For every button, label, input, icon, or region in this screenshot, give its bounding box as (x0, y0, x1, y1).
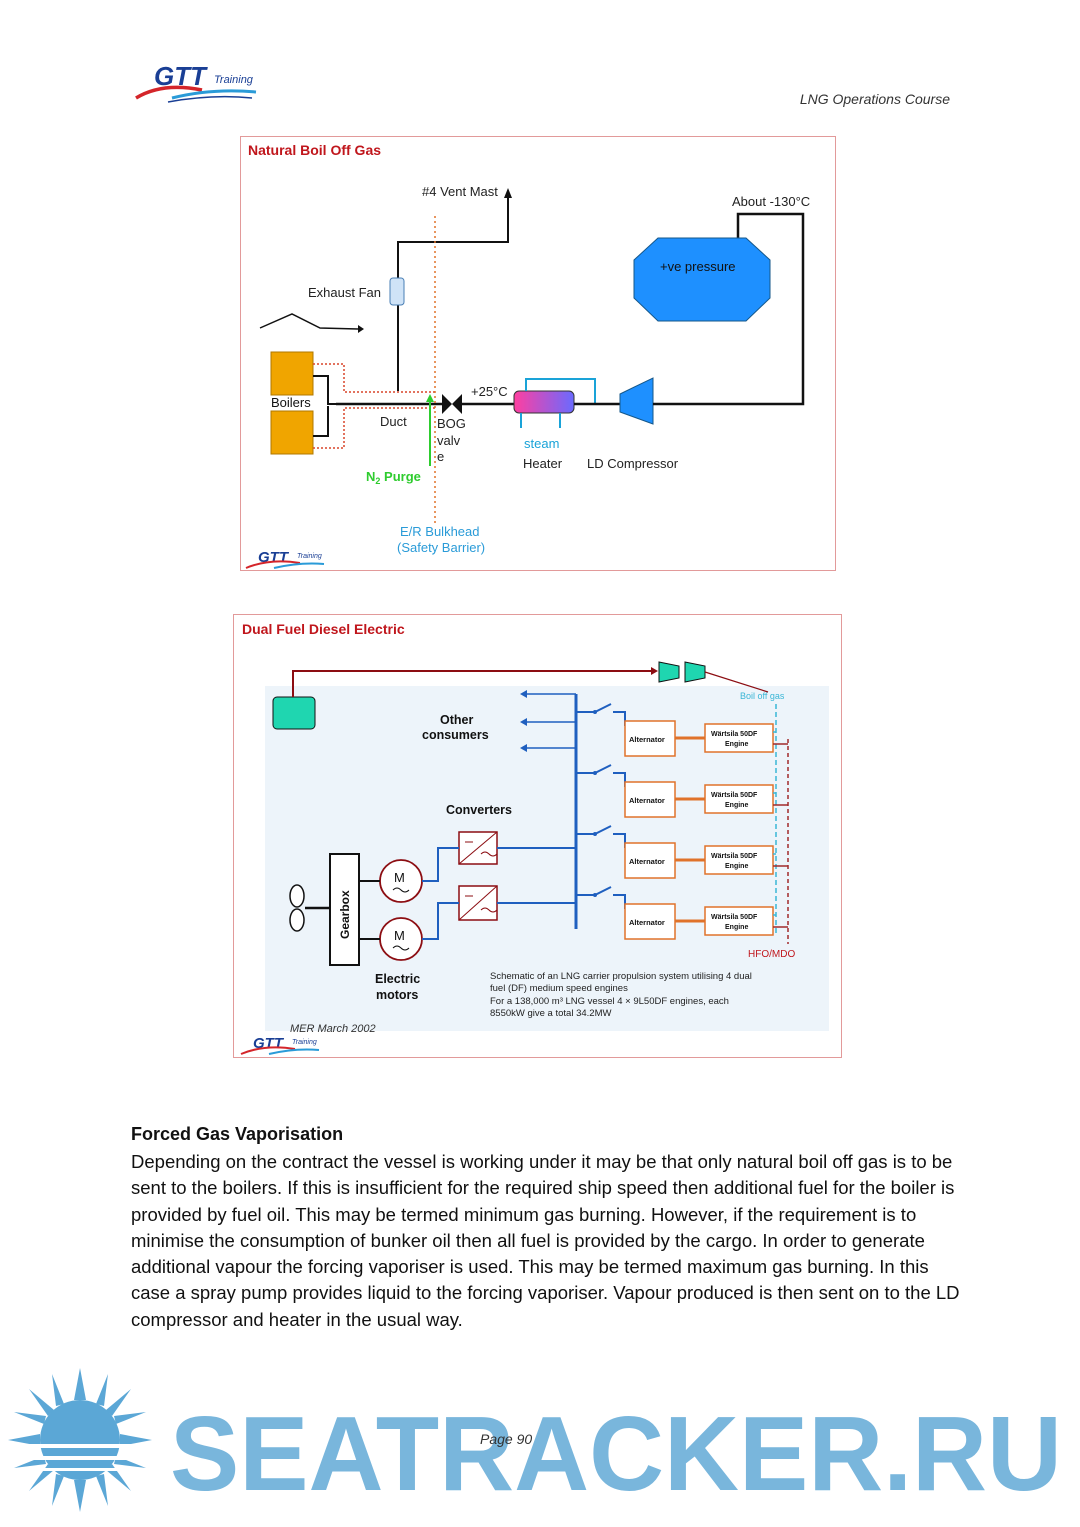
heater-label: Heater (523, 456, 563, 471)
bulkhead-label-2: (Safety Barrier) (397, 540, 485, 555)
steam-label: steam (524, 436, 559, 451)
seatracker-watermark: SEATRACKER.RU (0, 1368, 1062, 1513)
bog-valve-label-3: e (437, 449, 444, 464)
diagram1-logo-sub: Training (297, 553, 322, 560)
svg-text:Alternator: Alternator (629, 857, 665, 866)
bog-valve-label-1: BOG (437, 416, 466, 431)
svg-text:Wärtsila 50DF: Wärtsila 50DF (711, 914, 758, 921)
caption-line-3: For a 138,000 m³ LNG vessel 4 × 9L50DF e… (490, 996, 729, 1007)
n2-purge-label: N2 Purge (366, 469, 421, 486)
exhaust-fan-label: Exhaust Fan (308, 285, 381, 300)
duct-label: Duct (380, 414, 407, 429)
diagram1-title: Natural Boil Off Gas (248, 142, 381, 158)
diagram2-title: Dual Fuel Diesel Electric (242, 621, 405, 637)
svg-text:Engine: Engine (725, 924, 748, 931)
natural-boil-off-gas-diagram: Natural Boil Off Gas #4 Vent Mast Exhaus… (240, 136, 836, 571)
other-consumers-label-1: Other (440, 713, 473, 727)
svg-text:Wärtsila 50DF: Wärtsila 50DF (711, 853, 758, 860)
converters-label: Converters (446, 803, 512, 817)
caption-line-1: Schematic of an LNG carrier propulsion s… (490, 971, 752, 982)
logo-subtext: Training (214, 74, 254, 86)
boilers-label: Boilers (271, 395, 311, 410)
svg-text:Wärtsila 50DF: Wärtsila 50DF (711, 731, 758, 738)
sun-icon (0, 1368, 160, 1512)
section-paragraph: Depending on the contract the vessel is … (131, 1151, 960, 1330)
diagram2-logo-sub: Training (292, 1039, 317, 1046)
generator-row-1: Alternator Wärtsila 50DF Engine (576, 703, 788, 757)
course-title: LNG Operations Course (799, 91, 950, 107)
svg-text:Alternator: Alternator (629, 918, 665, 927)
ld-compressor-label: LD Compressor (587, 456, 679, 471)
section-heading: Forced Gas Vaporisation (131, 1124, 344, 1144)
generator-row-2: Alternator Wärtsila 50DF Engine (576, 764, 788, 818)
watermark-text: SEATRACKER.RU (170, 1395, 1062, 1513)
temp-25-label: +25°C (471, 384, 508, 399)
svg-text:Engine: Engine (725, 741, 748, 748)
about-temp-label: About -130°C (732, 194, 810, 209)
other-consumers-label-2: consumers (422, 728, 489, 742)
dual-fuel-diesel-electric-diagram: Dual Fuel Diesel Electric Boil off gas H… (233, 614, 842, 1058)
vent-mast-label: #4 Vent Mast (422, 184, 498, 199)
svg-text:Wärtsila 50DF: Wärtsila 50DF (711, 792, 758, 799)
motor-1-label: M (394, 870, 405, 885)
electric-motors-label-2: motors (376, 988, 418, 1002)
gearbox-label: Gearbox (338, 890, 352, 939)
motor-2-label: M (394, 928, 405, 943)
generator-row-3: Alternator Wärtsila 50DF Engine (576, 825, 788, 879)
page-number: Page 90 (480, 1431, 533, 1447)
section-body: Depending on the contract the vessel is … (131, 1149, 961, 1333)
svg-text:Engine: Engine (725, 802, 748, 809)
svg-text:Alternator: Alternator (629, 735, 665, 744)
caption-line-2: fuel (DF) medium speed engines (490, 983, 628, 994)
svg-text:Engine: Engine (725, 863, 748, 870)
bulkhead-label-1: E/R Bulkhead (400, 524, 480, 539)
caption-line-4: 8550kW give a total 34.2MW (490, 1008, 611, 1019)
ve-pressure-label: +ve pressure (660, 259, 736, 274)
hfo-mdo-label: HFO/MDO (748, 949, 795, 960)
generator-row-4: Alternator Wärtsila 50DF Engine (576, 886, 788, 940)
gtt-training-logo: GTT Training (135, 61, 257, 103)
bog-valve-label-2: valv (437, 433, 461, 448)
source-label: MER March 2002 (290, 1023, 376, 1035)
electric-motors-label-1: Electric (375, 972, 420, 986)
boil-off-gas-label: Boil off gas (740, 691, 785, 701)
svg-text:Alternator: Alternator (629, 796, 665, 805)
